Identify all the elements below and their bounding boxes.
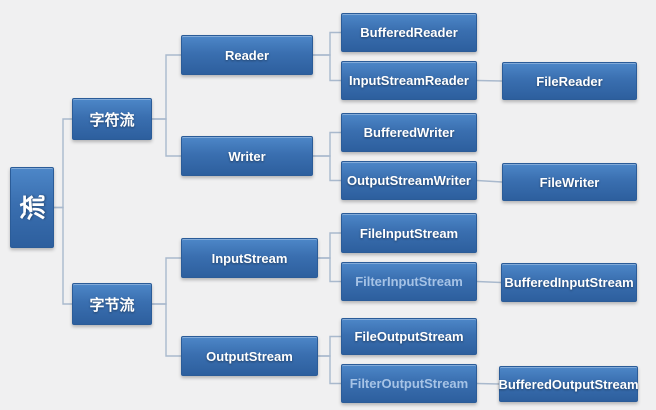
node-label-filereader: FileReader: [536, 73, 603, 89]
connector-writer-to-bufferedwriter: [313, 131, 341, 157]
node-label-inputstream: InputStream: [211, 250, 288, 266]
connector-filteroutputstream-to-bufferedoutputstream: [476, 382, 500, 385]
node-filereader: FileReader: [502, 62, 637, 100]
node-fileinputstream: FileInputStream: [341, 213, 477, 253]
node-bufferedoutputstream: BufferedOutputStream: [498, 366, 639, 402]
connector-reader-to-inputstreamreader: [313, 54, 341, 82]
node-byte-stream: 字节流: [72, 283, 152, 325]
node-filewriter: FileWriter: [502, 163, 637, 201]
connector-inputstream-to-filterinputstream: [318, 257, 341, 283]
connector-stream-to-char-stream: [54, 118, 72, 209]
node-label-bufferedinputstream: BufferedInputStream: [504, 275, 634, 290]
node-label-filewriter: FileWriter: [539, 174, 600, 190]
connector-inputstream-to-fileinputstream: [318, 232, 341, 259]
node-label-outputstream: OutputStream: [206, 348, 293, 364]
node-outputstream: OutputStream: [181, 336, 318, 376]
node-fileoutputstream: FileOutputStream: [341, 318, 477, 355]
node-label-filterinputstream: FilterInputStream: [355, 274, 463, 289]
node-filterinputstream: FilterInputStream: [341, 262, 477, 301]
node-char-stream: 字符流: [72, 98, 152, 140]
connector-byte-stream-to-inputstream: [152, 257, 181, 305]
node-reader: Reader: [181, 35, 313, 75]
node-label-bufferedreader: BufferedReader: [360, 25, 458, 40]
node-label-reader: Reader: [224, 47, 270, 63]
node-label-bufferedwriter: BufferedWriter: [363, 125, 455, 140]
node-stream: 流: [10, 167, 54, 248]
node-label-writer: Writer: [228, 148, 266, 164]
node-writer: Writer: [181, 136, 313, 176]
connector-reader-to-bufferedreader: [313, 31, 341, 56]
connector-byte-stream-to-outputstream: [152, 303, 181, 357]
node-label-fileinputstream: FileInputStream: [359, 225, 459, 241]
connector-inputstreamreader-to-filereader: [476, 79, 503, 82]
node-label-fileoutputstream: FileOutputStream: [354, 329, 464, 344]
node-label-stream: 流: [18, 194, 49, 221]
node-label-char-stream: 字符流: [89, 111, 135, 129]
node-filteroutputstream: FilterOutputStream: [341, 364, 477, 403]
connector-filterinputstream-to-bufferedinputstream: [476, 280, 502, 284]
connector-outputstreamwriter-to-filewriter: [476, 179, 503, 183]
connector-outputstream-to-filteroutputstream: [318, 355, 341, 385]
connector-outputstream-to-fileoutputstream: [318, 335, 341, 357]
connector-char-stream-to-writer: [152, 118, 181, 157]
node-inputstreamreader: InputStreamReader: [341, 61, 477, 100]
connector-writer-to-outputstreamwriter: [313, 155, 341, 182]
node-label-filteroutputstream: FilterOutputStream: [349, 376, 469, 391]
node-bufferedwriter: BufferedWriter: [341, 113, 477, 152]
node-inputstream: InputStream: [181, 238, 318, 278]
node-outputstreamwriter: OutputStreamWriter: [341, 161, 477, 200]
node-bufferedreader: BufferedReader: [341, 13, 477, 52]
node-label-byte-stream: 字节流: [89, 296, 135, 314]
node-label-outputstreamwriter: OutputStreamWriter: [347, 173, 471, 188]
connector-stream-to-byte-stream: [54, 206, 72, 305]
node-label-inputstreamreader: InputStreamReader: [349, 73, 469, 88]
connector-char-stream-to-reader: [152, 54, 181, 120]
node-bufferedinputstream: BufferedInputStream: [501, 263, 637, 302]
node-label-bufferedoutputstream: BufferedOutputStream: [498, 376, 639, 392]
